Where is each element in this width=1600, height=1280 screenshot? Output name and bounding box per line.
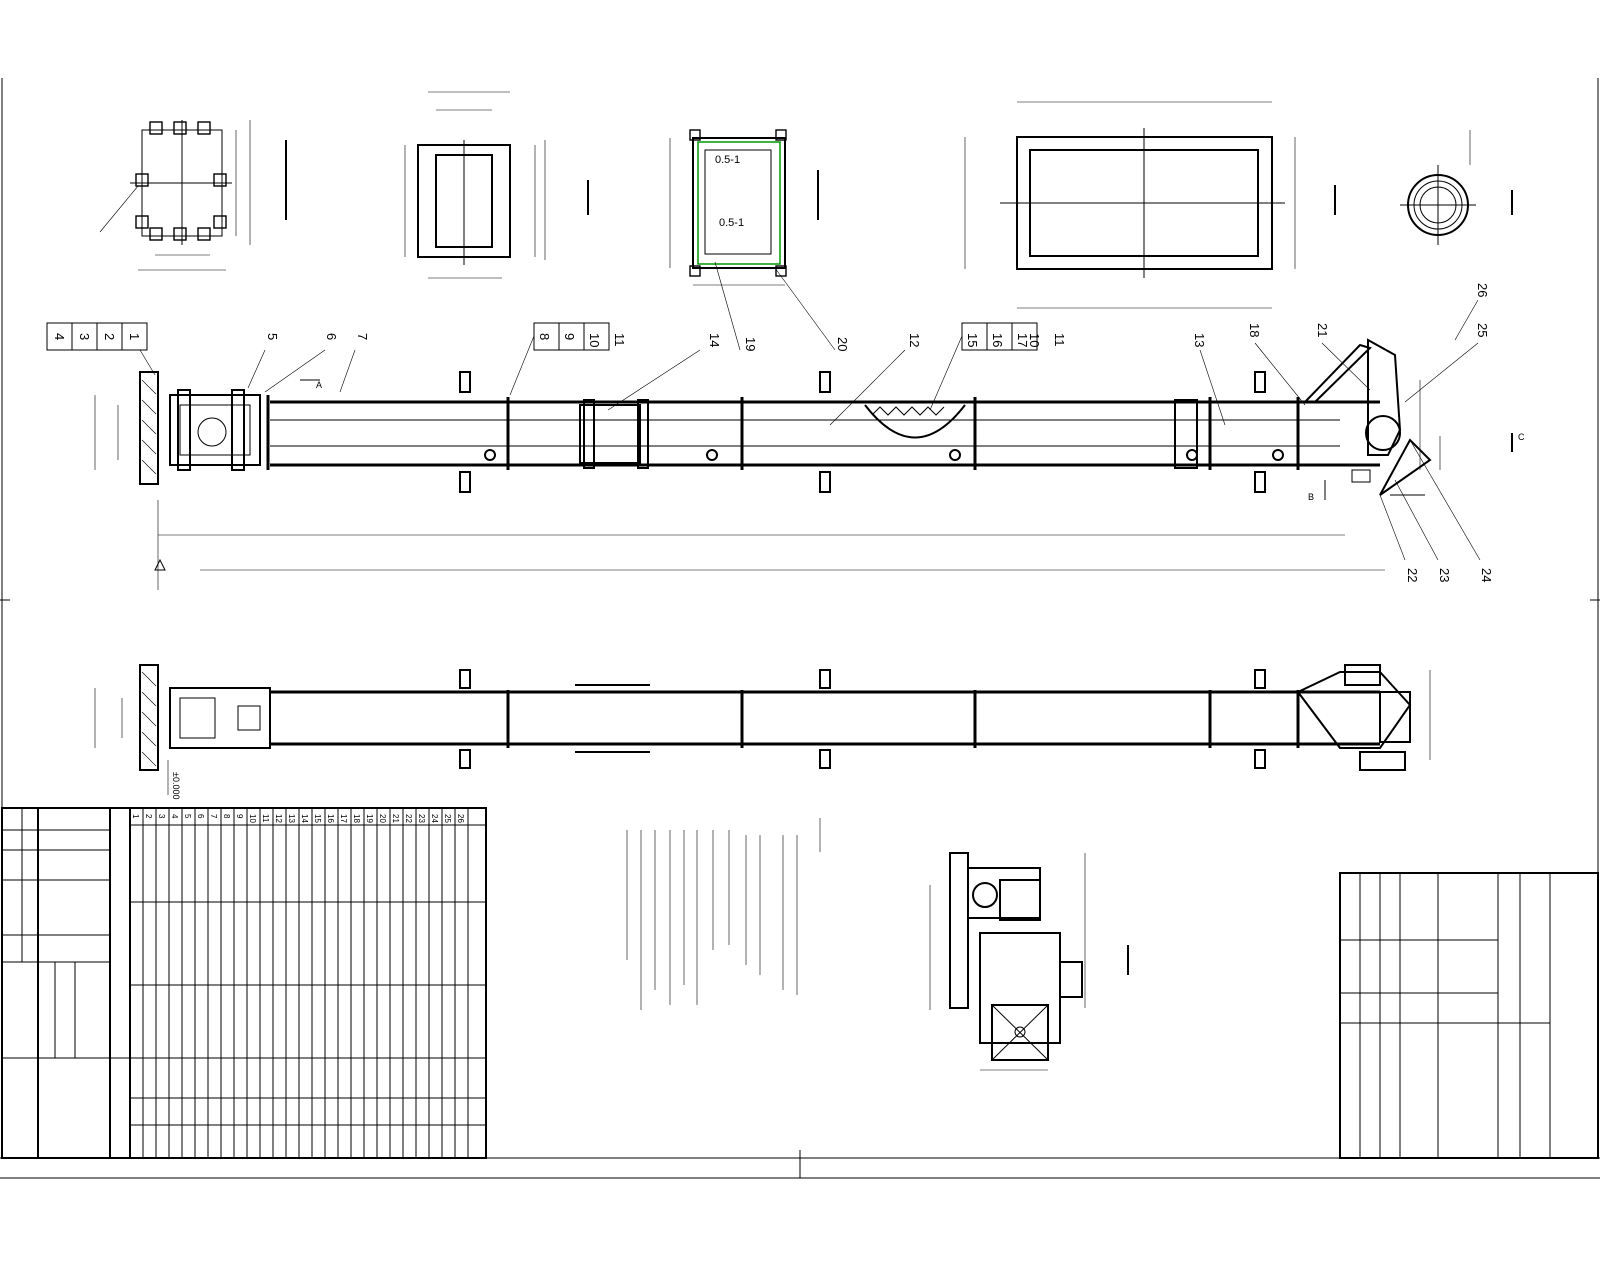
- bom-item-1: 1: [131, 814, 140, 819]
- bom-item-20: 20: [378, 814, 387, 823]
- bom-item-25: 25: [443, 814, 452, 823]
- liner-gap-label-2: 0.5-1: [719, 217, 744, 229]
- callout-10: 10: [587, 333, 602, 347]
- bom-item-12: 12: [274, 814, 283, 823]
- callout-18: 18: [1247, 323, 1262, 337]
- cover-plate-view: [964, 101, 1336, 309]
- bom-item-17: 17: [339, 814, 348, 823]
- bill-of-materials-table: 1 2 3 4 5 6 7 8 9 10 11 12 13 14 15 16 1…: [1, 807, 487, 1159]
- bom-item-15: 15: [313, 814, 322, 823]
- callout-13: 13: [1192, 333, 1207, 347]
- inlet-flange-view: [404, 91, 589, 279]
- callout-20: 20: [835, 337, 850, 351]
- bom-item-24: 24: [430, 814, 439, 823]
- bom-item-26: 26: [456, 814, 465, 823]
- callout-8: 8: [537, 333, 552, 340]
- section-mark-c: C: [1518, 432, 1525, 442]
- callout-7: 7: [355, 333, 370, 340]
- callout-6: 6: [324, 333, 339, 340]
- bom-item-22: 22: [404, 814, 413, 823]
- callout-21: 21: [1315, 323, 1330, 337]
- bom-item-11: 11: [261, 814, 270, 823]
- bom-item-8: 8: [222, 814, 231, 819]
- elevation-zero-label: ±0.000: [171, 772, 181, 799]
- callout-25: 25: [1475, 323, 1490, 337]
- callout-4: 4: [52, 333, 67, 340]
- callout-22: 22: [1405, 568, 1420, 582]
- section-mark-a: A: [316, 380, 322, 390]
- callout-16: 16: [990, 333, 1005, 347]
- callout-11: 11: [612, 333, 627, 347]
- callout-9: 9: [562, 333, 577, 340]
- callout-23: 23: [1437, 568, 1452, 582]
- liner-gap-label-1: 0.5-1: [715, 154, 740, 166]
- title-block: [1339, 872, 1599, 1159]
- bom-item-5: 5: [183, 814, 192, 819]
- screw-conveyor-elevation: A C B: [94, 338, 1525, 590]
- bom-item-23: 23: [417, 814, 426, 823]
- bom-item-6: 6: [196, 814, 205, 819]
- bom-item-4: 4: [170, 814, 179, 819]
- callout-19: 19: [743, 337, 758, 351]
- bom-item-16: 16: [326, 814, 335, 823]
- bom-item-13: 13: [287, 814, 296, 823]
- bom-item-19: 19: [365, 814, 374, 823]
- bom-item-14: 14: [300, 814, 309, 823]
- callout-15: 15: [965, 333, 980, 347]
- flange-bolt-pattern-view: [99, 120, 287, 271]
- technical-requirements-notes: [626, 818, 821, 1010]
- callout-10b: 10: [1027, 333, 1042, 347]
- callout-11b: 11: [1052, 333, 1067, 347]
- callout-26: 26: [1475, 283, 1490, 297]
- section-mark-b: B: [1308, 492, 1314, 502]
- round-flange-view: [1400, 130, 1513, 245]
- callout-1: 1: [127, 333, 142, 340]
- callout-5: 5: [265, 333, 280, 340]
- callout-box-group-left: [46, 322, 148, 351]
- bom-item-2: 2: [144, 814, 153, 819]
- trough-section-view: 0.5-1 0.5-1: [669, 129, 819, 286]
- callout-17: 17: [1015, 333, 1030, 347]
- bom-item-18: 18: [352, 814, 361, 823]
- callout-24: 24: [1479, 568, 1494, 582]
- bom-item-21: 21: [391, 814, 400, 823]
- bom-item-10: 10: [248, 814, 257, 823]
- bom-item-3: 3: [157, 814, 166, 819]
- drive-unit-view: [929, 852, 1129, 1071]
- callout-3: 3: [77, 333, 92, 340]
- callout-14: 14: [707, 333, 722, 347]
- bom-item-9: 9: [235, 814, 244, 819]
- bom-item-7: 7: [209, 814, 218, 819]
- callout-12: 12: [907, 333, 922, 347]
- callout-2: 2: [102, 333, 117, 340]
- screw-conveyor-plan-view: ±0.000: [94, 664, 1431, 799]
